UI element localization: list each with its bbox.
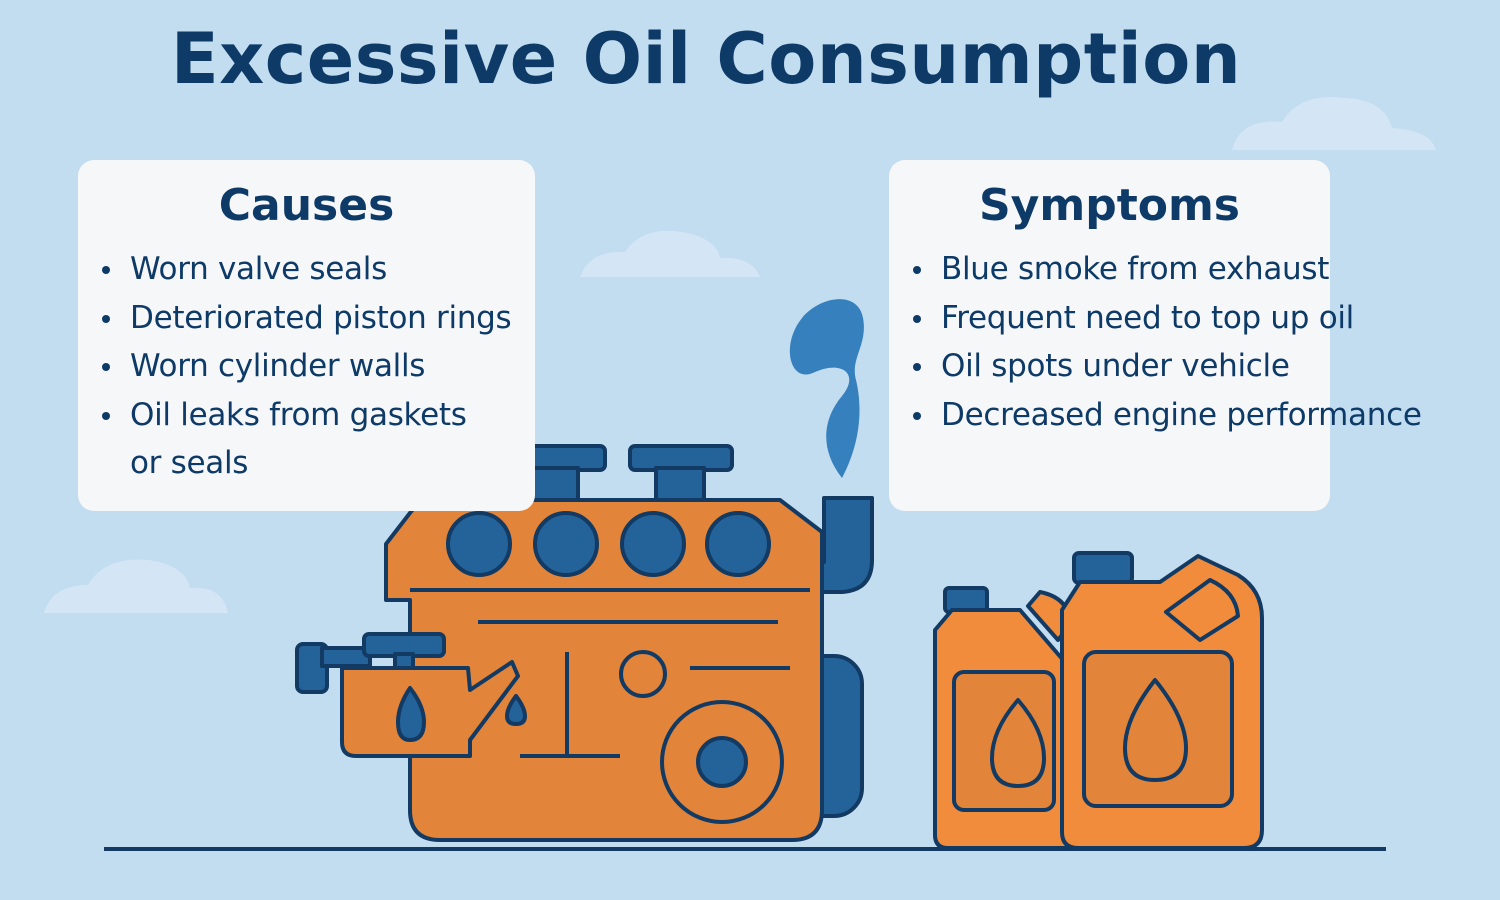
list-item: Worn valve seals <box>100 245 535 294</box>
oil-drop-icon <box>990 698 1046 788</box>
oil-drop-icon <box>1123 678 1188 782</box>
list-item: Decreased engine performance <box>911 391 1422 440</box>
list-item: Blue smoke from exhaust <box>911 245 1330 294</box>
exhaust-smoke-icon <box>789 299 864 478</box>
causes-list: Worn valve seals Deteriorated piston rin… <box>78 245 535 488</box>
cloud-icon <box>44 559 228 613</box>
cloud-icon <box>580 230 760 277</box>
list-item: Oil leaks from gaskets or seals <box>100 391 535 488</box>
list-item-line: or seals <box>130 445 249 481</box>
list-item-line: Oil leaks from gaskets <box>130 396 467 433</box>
cloud-icon <box>1232 97 1436 150</box>
list-item: Worn cylinder walls <box>100 342 535 391</box>
list-item: Oil spots under vehicle <box>911 342 1330 391</box>
oil-can-icon <box>295 632 527 758</box>
oil-jug-icon <box>1060 551 1264 850</box>
causes-card: Causes Worn valve seals Deteriorated pis… <box>78 160 535 511</box>
symptoms-heading: Symptoms <box>978 180 1240 231</box>
list-item: Deteriorated piston rings <box>100 294 535 343</box>
oil-jug-icon <box>933 586 1072 850</box>
causes-heading: Causes <box>218 180 395 231</box>
page-title: Excessive Oil Consumption <box>170 18 1242 100</box>
engine-icon <box>384 444 874 842</box>
list-item: Frequent need to top up oil <box>911 294 1354 343</box>
symptoms-list: Blue smoke from exhaust Frequent need to… <box>889 245 1422 440</box>
symptoms-card: Symptoms Blue smoke from exhaust Frequen… <box>889 160 1422 511</box>
